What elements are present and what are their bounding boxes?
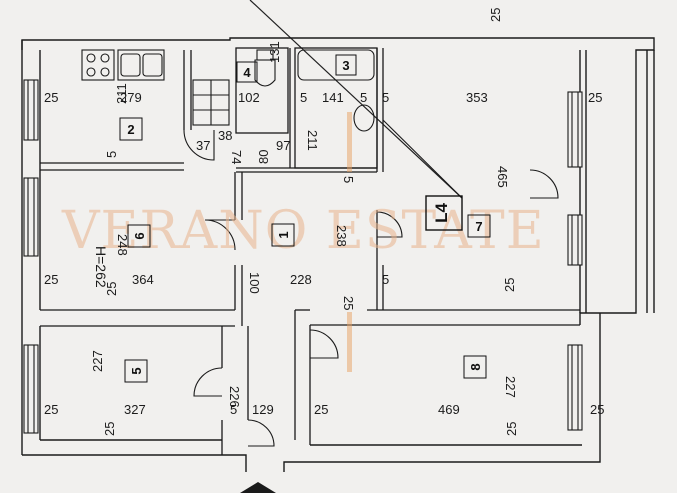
apartment-code: L4 (432, 203, 451, 223)
dim-wall-8-left: 25 (314, 402, 328, 417)
bathtub-icon (297, 49, 375, 81)
toilet-icon (254, 59, 276, 87)
dim-bath-5a: 5 (300, 90, 307, 105)
diagonal-line (249, 0, 463, 199)
room-6-label: 6 (132, 232, 147, 239)
watermark-bar-bottom (347, 312, 352, 372)
bathroom-fixtures (192, 49, 375, 132)
dim-room5-h: 227 (90, 350, 105, 372)
window-room5 (23, 344, 39, 434)
room-labels: 2 4 3 7 1 6 5 8 L4 (119, 54, 491, 383)
window-room6 (23, 177, 39, 257)
dim-room7-h: 465 (495, 166, 510, 188)
kitchen-sink-icon (117, 49, 165, 81)
dim-hall-h: 238 (334, 225, 349, 247)
dim-room6-h: 248 (115, 234, 130, 256)
dim-kitchen-w: 279 (120, 90, 142, 105)
room-3-label: 3 (342, 58, 349, 73)
window-room7a (567, 91, 583, 168)
dim-wall-5-bottom: 25 (102, 422, 117, 436)
dim-kitchen-h: 211 (114, 83, 129, 104)
door-room8 (309, 329, 339, 359)
dim-corr-5: 5 (230, 402, 237, 417)
dim-wall-right-bot: 25 (590, 402, 604, 417)
room-4-label: 4 (243, 65, 251, 80)
room-1-label: 1 (276, 231, 291, 238)
dim-bath-5b: 5 (360, 90, 367, 105)
stove-icon (81, 49, 115, 81)
door-kitchen (183, 129, 215, 161)
dim-wall-left-top: 25 (44, 90, 58, 105)
outer-walls (21, 37, 655, 472)
room-2-label: 2 (127, 122, 134, 137)
room-7-label: 7 (475, 219, 482, 234)
watermark-bar-top (347, 112, 352, 172)
dim-room8-w: 469 (438, 402, 460, 417)
dim-wall-6-bottom: 25 (104, 282, 119, 296)
dim-bath-w: 141 (322, 90, 344, 105)
height-label: H=262 (93, 246, 109, 288)
dim-wall-left-bot: 25 (44, 402, 58, 417)
dim-room7-w: 353 (466, 90, 488, 105)
washbasin-icon (353, 104, 375, 132)
dim-wall-left-mid: 25 (44, 272, 58, 287)
dim-bath-h: 211 (305, 130, 320, 151)
dim-room8-h: 227 (503, 376, 518, 398)
window-room8 (567, 344, 583, 431)
dim-room5-w: 327 (124, 402, 146, 417)
dim-hall-97: 97 (276, 138, 290, 153)
dim-wall-right-top: 25 (588, 90, 602, 105)
dimension-labels: 25 25 279 211 5 131 102 5 141 5 211 5 35… (44, 8, 604, 436)
window-kitchen (23, 79, 39, 141)
dim-wc-h: 131 (267, 41, 282, 63)
dim-hall-5: 5 (341, 176, 356, 183)
dim-corr-25: 25 (341, 296, 356, 310)
room-5-label: 5 (129, 367, 144, 374)
kitchen-fixtures (81, 49, 165, 81)
door-room6 (204, 219, 236, 251)
watermark-text: VERANO ESTATE (61, 201, 545, 261)
dim-wall-5-kitchen: 5 (104, 151, 119, 158)
closet-diagonal (382, 119, 463, 199)
dim-hall-80: 80 (256, 150, 271, 164)
dim-wall-7-bottom: 25 (502, 278, 517, 292)
door-balcony (529, 169, 559, 199)
dim-hall-38: 38 (218, 128, 232, 143)
windows (23, 79, 583, 434)
dim-corr-100: 100 (247, 272, 262, 294)
dim-top-25: 25 (488, 8, 503, 22)
door-room7 (376, 211, 403, 238)
door-room5 (193, 367, 223, 397)
dim-corr-w: 129 (252, 402, 274, 417)
room-8-label: 8 (468, 363, 483, 370)
dim-room6-w: 364 (132, 272, 154, 287)
window-room7b (567, 214, 583, 266)
dim-corr-226: 226 (227, 386, 242, 408)
dim-hall-w: 228 (290, 272, 312, 287)
dim-room7-5: 5 (382, 90, 389, 105)
dim-wall-8-bottom: 25 (504, 422, 519, 436)
interior-walls (40, 47, 580, 455)
entrance-arrow-icon (240, 482, 276, 493)
dim-hall-74: 74 (229, 150, 244, 164)
dim-wc-w: 102 (238, 90, 260, 105)
door-entrance (247, 419, 275, 447)
doors (183, 129, 559, 447)
dim-wall-7-5: 5 (382, 272, 389, 287)
dim-hall-37: 37 (196, 138, 210, 153)
